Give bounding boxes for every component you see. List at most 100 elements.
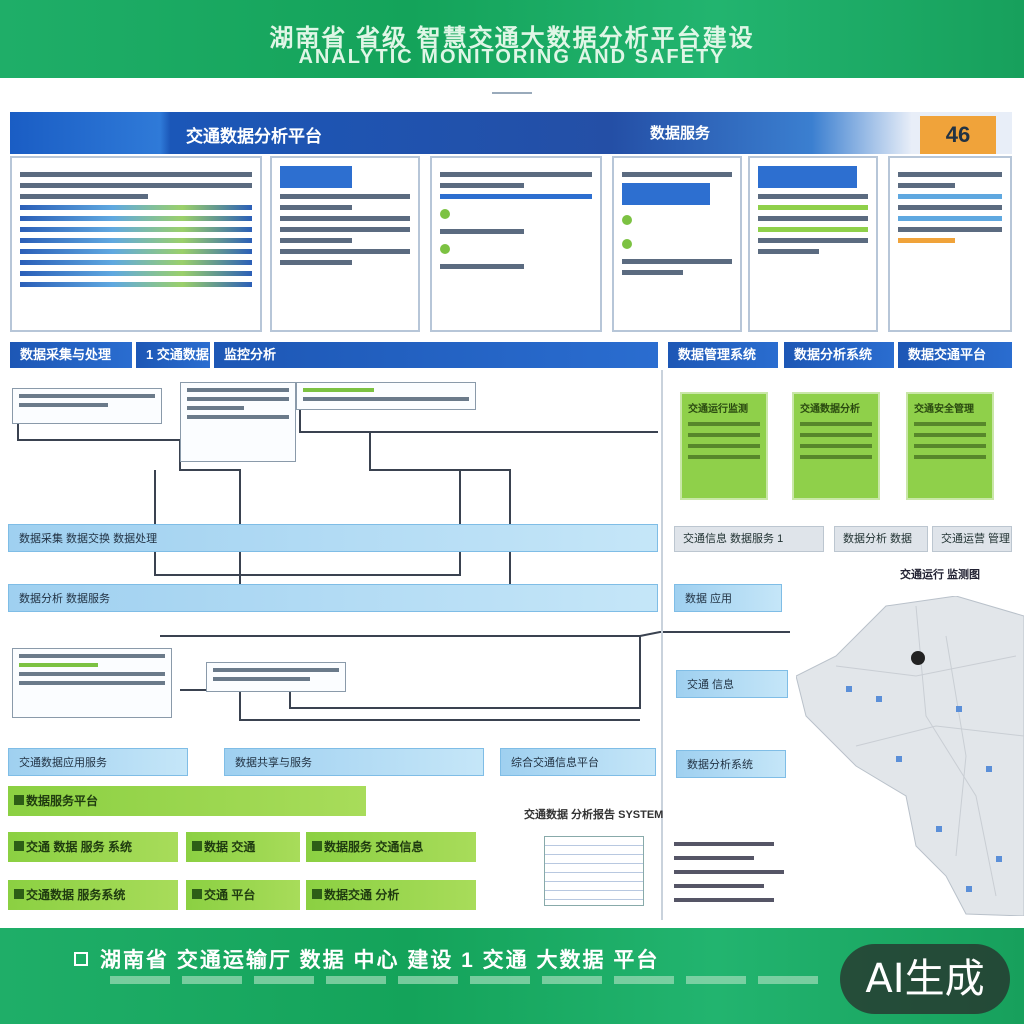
text-line xyxy=(19,394,155,398)
green-bar-5[interactable]: 交通数据 服务系统 xyxy=(8,880,178,910)
doc-card-2[interactable] xyxy=(270,156,420,332)
process-strip-5[interactable]: 综合交通信息平台 xyxy=(500,748,656,776)
map-label: 交通运行 监测图 xyxy=(900,569,981,581)
text-line xyxy=(800,444,872,448)
status-dot xyxy=(440,243,450,254)
process-strip-4[interactable]: 数据共享与服务 xyxy=(224,748,484,776)
green-panel-3-title: 交通安全管理 xyxy=(914,404,974,415)
green-bar-4[interactable]: 数据服务 交通信息 xyxy=(306,832,476,862)
green-bar-2[interactable]: 交通 数据 服务 系统 xyxy=(8,832,178,862)
text-line xyxy=(688,433,760,437)
text-line xyxy=(187,388,289,392)
right-tab-5[interactable]: 交通 信息 xyxy=(676,670,788,698)
map-shape xyxy=(795,595,1024,917)
doc-card-5[interactable] xyxy=(748,156,878,332)
text-line xyxy=(213,677,310,681)
text-line xyxy=(19,672,165,676)
status-dot xyxy=(440,208,450,219)
text-line xyxy=(758,249,819,254)
text-line xyxy=(440,229,524,234)
flow-box-2[interactable] xyxy=(180,382,296,462)
mini-report[interactable]: 交通数据 分析报告 SYSTEM xyxy=(524,806,794,916)
flow-box-4[interactable] xyxy=(12,648,172,718)
text-line xyxy=(20,172,252,177)
right-tab-1[interactable]: 交通信息 数据服务 1 xyxy=(674,526,824,552)
text-line xyxy=(187,406,244,410)
green-panel-2-title: 交通数据分析 xyxy=(800,404,860,415)
green-bar-3[interactable]: 数据 交通 xyxy=(186,832,300,862)
green-bar-1[interactable]: 数据服务平台 xyxy=(8,786,366,816)
doc-card-3[interactable] xyxy=(430,156,602,332)
status-dot xyxy=(622,214,632,225)
text-line xyxy=(674,870,784,874)
page-subtitle: ANALYTIC MONITORING AND SAFETY xyxy=(298,46,726,68)
banner-title-left: 交通数据分析平台 xyxy=(186,127,322,146)
square-icon xyxy=(312,889,322,899)
text-line xyxy=(440,194,592,199)
text-line xyxy=(914,433,986,437)
text-line xyxy=(440,264,524,269)
right-tab-3[interactable]: 交通运营 管理 xyxy=(932,526,1012,552)
top-banner: 交通数据分析平台 数据服务 xyxy=(10,112,1012,154)
ai-watermark: AI生成 xyxy=(840,944,1010,1014)
square-icon xyxy=(192,841,202,851)
report-title: 交通数据 分析报告 SYSTEM xyxy=(524,809,664,821)
section-header-5: 数据分析系统 xyxy=(784,342,894,368)
footer-decoration xyxy=(110,976,830,984)
text-line xyxy=(19,654,165,658)
text-line xyxy=(898,172,1002,177)
text-line xyxy=(898,194,1002,199)
text-line xyxy=(303,388,375,392)
green-bar-7[interactable]: 数据交通 分析 xyxy=(306,880,476,910)
flow-box-3[interactable] xyxy=(296,382,476,410)
text-line xyxy=(280,227,410,232)
text-line xyxy=(758,238,868,243)
text-line xyxy=(440,172,592,177)
green-bar-6[interactable]: 交通 平台 xyxy=(186,880,300,910)
card-header-block xyxy=(758,166,857,188)
green-bar-3-label: 数据 交通 xyxy=(204,840,256,854)
right-tab-2[interactable]: 数据分析 数据 xyxy=(834,526,928,552)
process-strip-2[interactable]: 数据分析 数据服务 xyxy=(8,584,658,612)
text-line xyxy=(19,681,165,685)
right-tab-6[interactable]: 数据分析系统 xyxy=(676,750,786,778)
text-line xyxy=(440,183,524,188)
text-line xyxy=(674,842,774,846)
flow-box-5[interactable] xyxy=(206,662,346,692)
green-panel-2[interactable]: 交通数据分析 xyxy=(792,392,880,500)
green-bar-6-label: 交通 平台 xyxy=(204,888,256,902)
text-line xyxy=(622,259,732,264)
header-band: 湖南省 省级 智慧交通大数据分析平台建设 ANALYTIC MONITORING… xyxy=(0,0,1024,78)
flow-box-1[interactable] xyxy=(12,388,162,424)
doc-card-1[interactable] xyxy=(10,156,262,332)
green-bar-7-label: 数据交通 分析 xyxy=(324,888,400,902)
text-line xyxy=(674,898,774,902)
text-line xyxy=(898,227,1002,232)
text-line xyxy=(674,884,764,888)
square-icon xyxy=(74,952,88,966)
text-line xyxy=(898,183,956,188)
text-line xyxy=(800,422,872,426)
green-bar-2-label: 交通 数据 服务 系统 xyxy=(26,840,133,854)
text-line xyxy=(800,455,872,459)
divider xyxy=(492,92,532,94)
green-panel-3[interactable]: 交通安全管理 xyxy=(906,392,994,500)
status-dot xyxy=(622,238,632,249)
text-line xyxy=(303,397,469,401)
card-header-block xyxy=(280,166,352,188)
text-line xyxy=(622,172,732,177)
green-panel-1[interactable]: 交通运行监测 xyxy=(680,392,768,500)
region-map[interactable]: 交通运行 监测图 xyxy=(795,569,1024,917)
text-line xyxy=(674,856,754,860)
square-icon xyxy=(192,889,202,899)
right-tab-4[interactable]: 数据 应用 xyxy=(674,584,782,612)
doc-card-4[interactable] xyxy=(612,156,742,332)
process-strip-1[interactable]: 数据采集 数据交换 数据处理 xyxy=(8,524,658,552)
text-line xyxy=(914,422,986,426)
doc-card-6[interactable] xyxy=(888,156,1012,332)
text-line xyxy=(688,444,760,448)
process-strip-3[interactable]: 交通数据应用服务 xyxy=(8,748,188,776)
text-line xyxy=(187,415,289,419)
map-marker xyxy=(911,651,925,665)
